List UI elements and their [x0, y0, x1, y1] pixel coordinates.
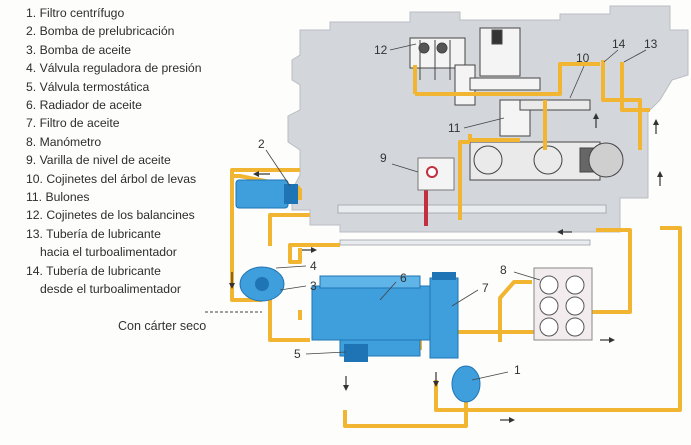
legend-number: 6. — [26, 98, 37, 113]
callout-5: 5 — [294, 347, 301, 361]
legend-item-7: 7. Filtro de aceite — [26, 114, 236, 132]
centrifugal-filter — [451, 365, 481, 403]
legend-number: 8. — [26, 134, 37, 149]
legend-number: 13. — [26, 226, 43, 241]
callout-8: 8 — [500, 263, 507, 277]
callout-1: 1 — [514, 363, 521, 377]
callout-9: 9 — [380, 151, 387, 165]
legend-label: Filtro centrífugo — [39, 6, 125, 20]
legend-label: Válvula reguladora de presión — [39, 61, 202, 76]
legend-item-5: 5. Válvula termostática — [26, 78, 236, 96]
legend-label: Manómetro — [39, 134, 102, 149]
prelubrication-pump — [235, 179, 298, 209]
dry-sump-note: Con cárter seco — [118, 319, 206, 333]
legend-label: Radiador de aceite — [39, 98, 142, 113]
oil-sump-rail — [339, 239, 591, 246]
leader-lines — [265, 43, 647, 381]
callout-3: 3 — [310, 279, 317, 293]
legend-item-12: 12. Cojinetes de los balancines — [26, 206, 236, 224]
legend-item-14: 14. Tubería de lubricante — [26, 262, 236, 280]
legend-label: Varilla de nivel de aceite — [39, 153, 171, 168]
legend-item-14-continued: desde el turboalimentador — [40, 282, 181, 297]
legend-item-10: 10. Cojinetes del árbol de levas — [26, 170, 236, 188]
callout-4: 4 — [310, 259, 317, 273]
callout-6: 6 — [400, 271, 407, 285]
legend-item-4: 4. Válvula reguladora de presión — [26, 59, 236, 77]
legend-number: 5. — [26, 79, 37, 94]
legend-label: Bulones — [45, 190, 90, 205]
callout-2: 2 — [258, 137, 265, 151]
callout-14: 14 — [612, 37, 626, 51]
legend-number: 10. — [26, 171, 43, 186]
manometer-panel — [533, 267, 593, 341]
thermostatic-valve — [344, 344, 368, 362]
legend-number: 3. — [26, 42, 37, 57]
legend-number: 1. — [26, 6, 37, 20]
legend-item-2: 2. Bomba de prelubricación — [26, 22, 236, 40]
flow-arrows — [229, 113, 663, 423]
legend-label: Cojinetes de los balancines — [46, 208, 195, 223]
legend-number: 7. — [26, 116, 37, 131]
legend-label: Válvula termostática — [39, 79, 150, 94]
legend-item-8: 8. Manómetro — [26, 133, 236, 151]
legend-label: Bomba de aceite — [39, 42, 132, 57]
legend-label: Cojinetes del árbol de levas — [46, 171, 197, 186]
legend-label: Bomba de prelubricación — [39, 24, 175, 39]
legend-item-6: 6. Radiador de aceite — [26, 96, 236, 114]
legend-number: 9. — [26, 153, 37, 168]
legend-number: 4. — [26, 61, 37, 76]
legend-number: 12. — [26, 208, 43, 223]
oil-pump — [239, 266, 285, 302]
legend-label: Filtro de aceite — [39, 116, 120, 131]
oil-filter — [429, 272, 459, 359]
legend-label: Tubería de lubricante — [46, 263, 161, 278]
legend-item-9: 9. Varilla de nivel de aceite — [26, 151, 236, 169]
legend-item-13: 13. Tubería de lubricante — [26, 225, 236, 243]
legend-number: 11. — [26, 190, 43, 205]
legend-item-1: 1. Filtro centrífugo — [26, 4, 236, 22]
crankshaft — [469, 99, 624, 181]
legend-item-11: 11. Bulones — [26, 188, 236, 206]
callout-11: 11 — [448, 121, 461, 135]
callout-10: 10 — [576, 51, 590, 65]
legend-number: 14. — [26, 263, 43, 278]
legend-item-3: 3. Bomba de aceite — [26, 41, 236, 59]
callout-13: 13 — [644, 37, 658, 51]
dipstick — [417, 157, 455, 226]
crankcase-rail — [337, 204, 607, 214]
legend-item-13-continued: hacia el turboalimentador — [40, 245, 177, 260]
callout-12: 12 — [374, 43, 388, 57]
legend-label: Tubería de lubricante — [46, 226, 161, 241]
oil-cooler — [311, 275, 431, 357]
legend-number: 2. — [26, 24, 37, 39]
callout-7: 7 — [482, 281, 489, 295]
